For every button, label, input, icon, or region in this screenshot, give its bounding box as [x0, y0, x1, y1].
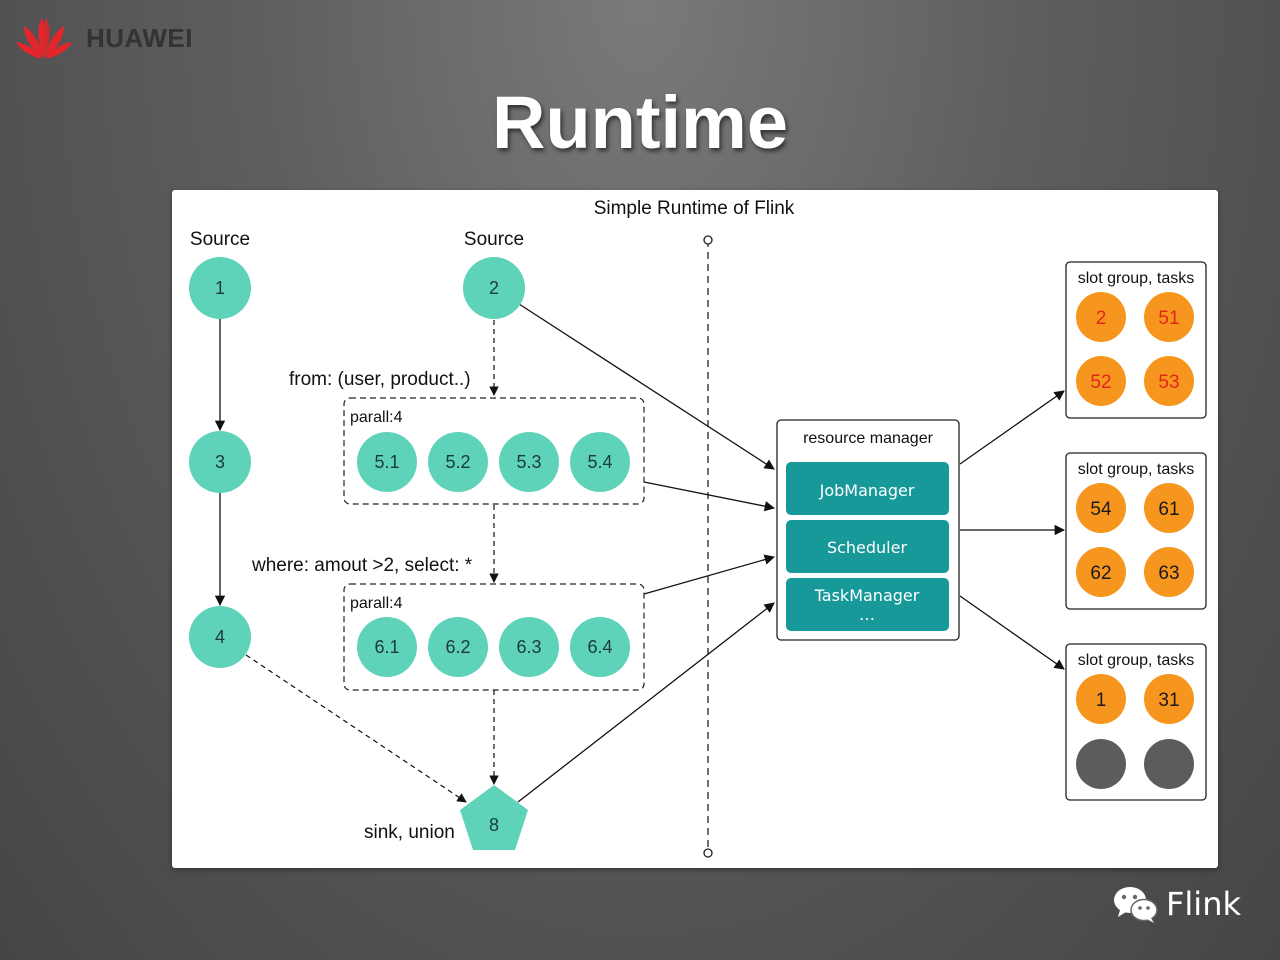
- job-manager-box: JobManager: [786, 462, 949, 515]
- sink-label: sink, union: [364, 822, 455, 843]
- svg-text:6.2: 6.2: [445, 637, 470, 657]
- scheduler-box: Scheduler: [786, 520, 949, 573]
- slot-group-1: slot group, tasks 2 51 52 53: [1065, 261, 1207, 419]
- svg-text:51: 51: [1158, 308, 1179, 329]
- empty-slot: [1144, 739, 1194, 789]
- task-6-2: 6.2: [428, 617, 488, 677]
- slot-task: 52: [1076, 356, 1126, 406]
- slot-task: 54: [1076, 483, 1126, 533]
- slot-task: 53: [1144, 356, 1194, 406]
- svg-text:…: …: [859, 605, 875, 624]
- empty-slot: [1076, 739, 1126, 789]
- edge-rm-slot1: [959, 390, 1065, 465]
- svg-text:2: 2: [489, 278, 499, 298]
- slot-group-2: slot group, tasks 54 61 62 63: [1065, 452, 1207, 610]
- sink-node-8: 8: [460, 785, 528, 850]
- edge-2-rm: [518, 303, 775, 470]
- svg-text:31: 31: [1158, 690, 1179, 711]
- task-6-1: 6.1: [357, 617, 417, 677]
- slot-group-1-title: slot group, tasks: [1078, 270, 1195, 287]
- node-2: 2: [463, 257, 525, 319]
- group2-label: parall:4: [350, 595, 403, 612]
- svg-text:6.4: 6.4: [587, 637, 612, 657]
- task-5-3: 5.3: [499, 432, 559, 492]
- svg-text:54: 54: [1090, 499, 1112, 520]
- group1-box: [343, 397, 645, 505]
- huawei-logo: HUAWEI: [14, 14, 193, 62]
- svg-text:5.4: 5.4: [587, 452, 612, 472]
- slot-task: 31: [1144, 674, 1194, 724]
- slot-task: 62: [1076, 547, 1126, 597]
- source-label-1: Source: [190, 229, 250, 250]
- task-6-4: 6.4: [570, 617, 630, 677]
- slot-group-2-title: slot group, tasks: [1078, 461, 1195, 478]
- svg-text:3: 3: [215, 452, 225, 472]
- slot-task: 51: [1144, 292, 1194, 342]
- slot-task: 1: [1076, 674, 1126, 724]
- svg-text:52: 52: [1090, 372, 1111, 393]
- svg-text:8: 8: [489, 815, 499, 835]
- svg-text:5.1: 5.1: [374, 452, 399, 472]
- resource-manager-title: resource manager: [803, 430, 934, 447]
- svg-text:4: 4: [215, 627, 225, 647]
- edge-group2-rm: [643, 554, 776, 595]
- huawei-flower-icon: [16, 18, 72, 59]
- slot-group-3-title: slot group, tasks: [1078, 652, 1195, 669]
- svg-text:5.2: 5.2: [445, 452, 470, 472]
- watermark-text: Flink: [1166, 885, 1241, 923]
- slot-task: 61: [1144, 483, 1194, 533]
- flink-runtime-diagram: Simple Runtime of Flink Source Source 1: [189, 198, 1207, 858]
- node-4: 4: [189, 606, 251, 668]
- task-5-1: 5.1: [357, 432, 417, 492]
- resource-manager: resource manager JobManager Scheduler Ta…: [776, 419, 960, 641]
- edge-4-sink: [245, 654, 467, 803]
- edge-rm-slot3: [959, 595, 1065, 670]
- edge-group1-rm: [643, 481, 776, 512]
- watermark: Flink: [1112, 884, 1241, 924]
- node-1: 1: [189, 257, 251, 319]
- svg-text:61: 61: [1158, 499, 1179, 520]
- node-3: 3: [189, 431, 251, 493]
- svg-text:TaskManager: TaskManager: [814, 586, 920, 605]
- svg-text:6.1: 6.1: [374, 637, 399, 657]
- diagram-title: Simple Runtime of Flink: [594, 198, 795, 219]
- source-label-2: Source: [464, 229, 524, 250]
- task-manager-box: TaskManager …: [786, 578, 949, 631]
- task-5-4: 5.4: [570, 432, 630, 492]
- task-6-3: 6.3: [499, 617, 559, 677]
- svg-text:Scheduler: Scheduler: [827, 538, 908, 557]
- slide-title: Runtime: [492, 81, 788, 164]
- svg-text:1: 1: [1096, 690, 1107, 711]
- slot-group-3: slot group, tasks 1 31: [1065, 643, 1207, 801]
- divider-bottom-end: [703, 848, 713, 858]
- svg-text:5.3: 5.3: [516, 452, 541, 472]
- svg-text:JobManager: JobManager: [819, 481, 915, 500]
- edge-sink-rm: [517, 602, 775, 803]
- task-5-2: 5.2: [428, 432, 488, 492]
- svg-text:62: 62: [1090, 563, 1111, 584]
- group1-label: parall:4: [350, 409, 403, 426]
- slot-task: 2: [1076, 292, 1126, 342]
- svg-text:6.3: 6.3: [516, 637, 541, 657]
- brand-name: HUAWEI: [86, 22, 193, 53]
- svg-text:53: 53: [1158, 372, 1179, 393]
- svg-text:1: 1: [215, 278, 225, 298]
- slot-task: 63: [1144, 547, 1194, 597]
- group2-box: [343, 583, 645, 691]
- svg-text:63: 63: [1158, 563, 1179, 584]
- group1-annotation: from: (user, product..): [289, 369, 471, 390]
- svg-text:2: 2: [1096, 308, 1107, 329]
- divider-top-end: [703, 235, 713, 245]
- wechat-icon: [1114, 887, 1158, 923]
- group2-annotation: where: amout >2, select: *: [251, 555, 473, 576]
- diagram-panel: Simple Runtime of Flink Source Source 1: [172, 190, 1218, 868]
